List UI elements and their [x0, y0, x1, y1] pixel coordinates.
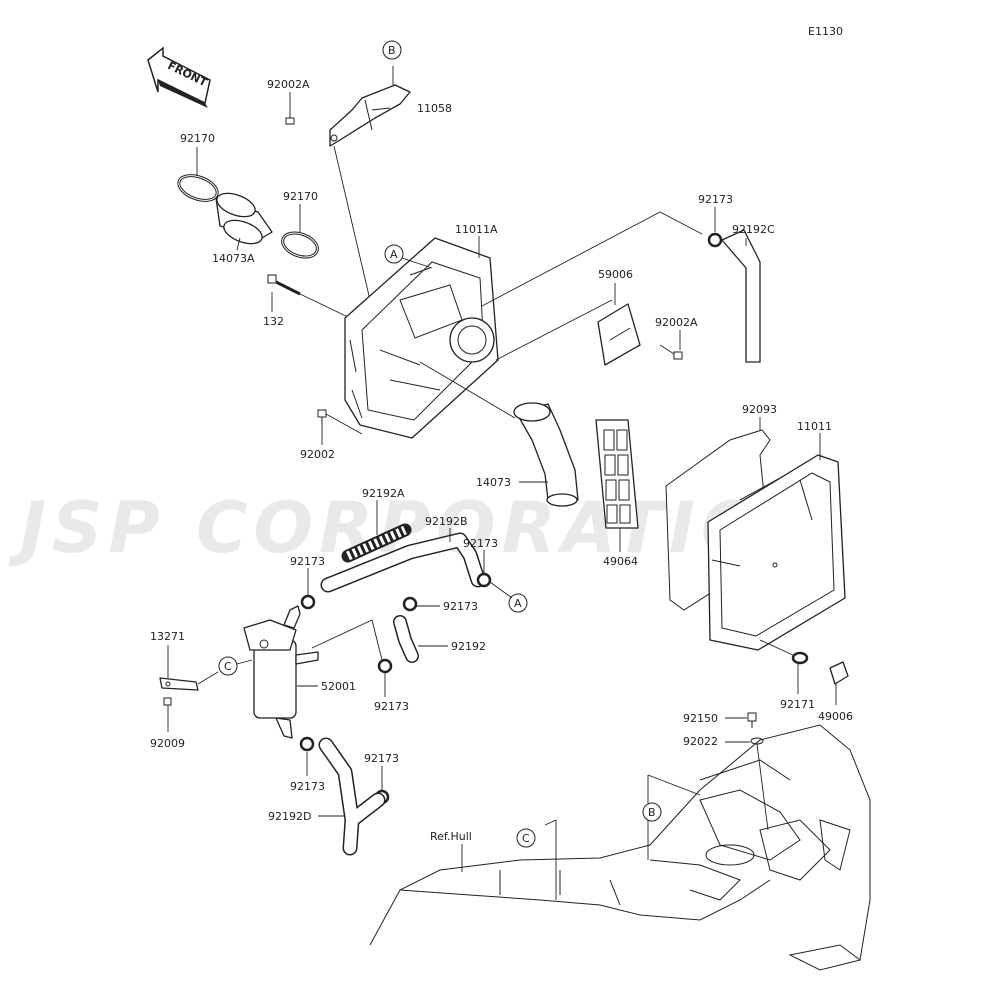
clamp-92170-b-icon	[281, 231, 319, 259]
screw-92009-icon	[163, 697, 172, 706]
label-92173-center: 92173	[443, 600, 478, 613]
label-92170-b: 92170	[283, 190, 318, 203]
svg-text:A: A	[390, 248, 398, 261]
label-59006: 59006	[598, 268, 633, 281]
clamp-92173-bottom-a-icon	[299, 736, 315, 752]
label-92173-right: 92173	[463, 537, 498, 550]
label-92173-top: 92173	[698, 193, 733, 206]
label-92170-a: 92170	[180, 132, 215, 145]
label-92009: 92009	[150, 737, 185, 750]
label-92171: 92171	[780, 698, 815, 711]
bolt-92150-icon	[747, 712, 757, 728]
bracket-11058	[329, 84, 411, 147]
screw-92002A-top-icon	[285, 112, 295, 125]
label-ref-hull: Ref.Hull	[430, 830, 472, 843]
label-92002: 92002	[300, 448, 335, 461]
label-11011: 11011	[797, 420, 832, 433]
label-92192B: 92192B	[425, 515, 468, 528]
separator-52001	[243, 605, 319, 739]
hull-reference	[369, 724, 871, 971]
callout-B-top: B	[382, 40, 402, 60]
label-11058: 11058	[417, 102, 452, 115]
label-14073A: 14073A	[212, 252, 255, 265]
label-92002A-top: 92002A	[267, 78, 310, 91]
svg-text:C: C	[522, 832, 530, 845]
label-92173-mid: 92173	[374, 700, 409, 713]
duct-14073A	[215, 192, 273, 245]
clamp-92171-icon	[791, 651, 809, 665]
label-92150: 92150	[683, 712, 718, 725]
label-92192D: 92192D	[268, 810, 311, 823]
callout-A-upper: A	[384, 244, 433, 269]
label-132: 132	[263, 315, 284, 328]
diagram-code: E1130	[808, 25, 843, 38]
label-92002A-mid: 92002A	[655, 316, 698, 329]
svg-text:A: A	[514, 597, 522, 610]
screw-92002A-mid-icon	[673, 351, 683, 360]
label-92173-bottom-a: 92173	[290, 780, 325, 793]
duct-14073	[513, 402, 579, 507]
label-49064: 49064	[603, 555, 638, 568]
filter-49064	[595, 419, 639, 529]
label-92173-left: 92173	[290, 555, 325, 568]
hose-92192A	[341, 523, 412, 563]
clamp-92173-mid-icon	[377, 658, 393, 674]
label-13271: 13271	[150, 630, 185, 643]
label-92022: 92022	[683, 735, 718, 748]
bolt-132-icon	[267, 274, 301, 296]
clamp-92173-center-icon	[402, 596, 418, 612]
hose-92192B	[320, 532, 486, 593]
clamp-92173-left-icon	[300, 594, 316, 610]
callout-A-lower: A	[489, 581, 528, 613]
bracket-13271	[159, 677, 199, 691]
callout-C-bottom: C	[516, 819, 557, 900]
svg-text:B: B	[648, 806, 656, 819]
air-box-upper-11011A	[344, 237, 499, 439]
label-92192C: 92192C	[732, 223, 775, 236]
plate-59006	[597, 303, 641, 366]
clamp-92173-right-icon	[476, 572, 492, 588]
clamp-92173-top-icon	[707, 232, 723, 248]
front-arrow-icon: FRONT	[147, 46, 211, 108]
label-92173-bottom-b: 92173	[364, 752, 399, 765]
screw-92002-icon	[317, 409, 327, 424]
svg-text:B: B	[388, 44, 396, 57]
label-92093: 92093	[742, 403, 777, 416]
cap-49006-icon	[829, 661, 849, 685]
clamp-92170-a-icon	[177, 174, 219, 202]
label-92192A: 92192A	[362, 487, 405, 500]
label-14073: 14073	[476, 476, 511, 489]
label-11011A: 11011A	[455, 223, 498, 236]
label-92192: 92192	[451, 640, 486, 653]
hose-92192	[393, 615, 419, 663]
gasket-92093	[665, 429, 771, 611]
callout-B-bottom: B	[642, 774, 701, 860]
part-labels: 92002A 11058 92170 92170 14073A 132 1101…	[150, 78, 853, 843]
label-49006: 49006	[818, 710, 853, 723]
air-box-lower-11011	[707, 454, 846, 651]
hose-92192D	[318, 737, 386, 856]
label-52001: 52001	[321, 680, 356, 693]
svg-text:C: C	[224, 660, 232, 673]
hose-92192C	[721, 229, 761, 363]
callout-C-left: C	[218, 656, 253, 676]
